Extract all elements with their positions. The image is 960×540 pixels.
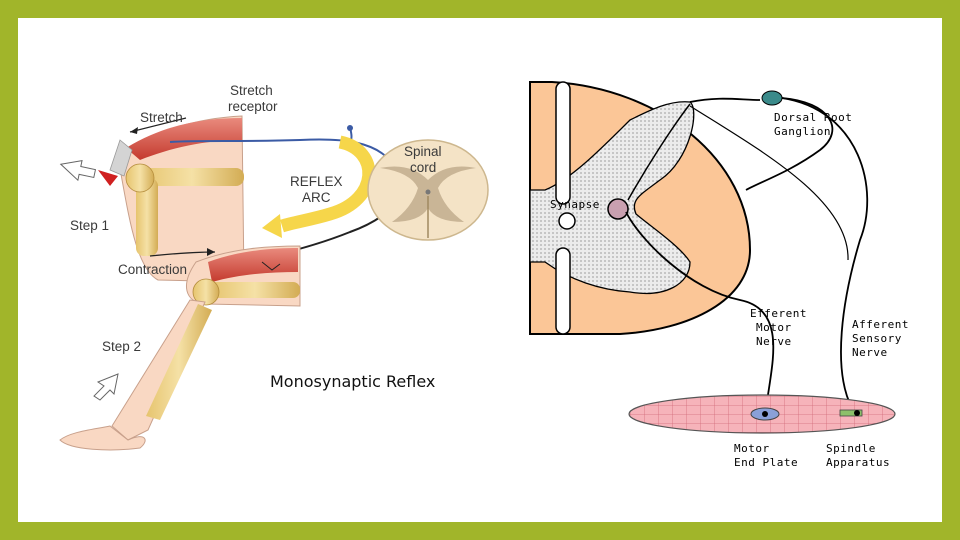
label-motor-end-line2: End Plate [734,456,798,469]
label-contraction: Contraction [118,262,187,277]
label-efferent-line2: Motor [756,321,792,334]
label-dorsal-root-line2: Ganglion [774,125,831,138]
label-spindle-line1: Spindle [826,442,876,455]
label-spinal-cord-line2: cord [410,160,436,175]
label-synapse: Synapse [550,198,600,211]
label-dorsal-root-line1: Dorsal Root [774,111,852,124]
label-reflex-arc-line1: REFLEX [290,174,343,189]
caption: Monosynaptic Reflex [270,372,436,391]
label-spindle-line2: Apparatus [826,456,890,469]
label-motor-end-line1: Motor [734,442,770,455]
label-afferent-line1: Afferent [852,318,909,331]
label-efferent-line1: Efferent [750,307,807,320]
label-efferent-line3: Nerve [756,335,792,348]
leg-step2 [59,245,301,451]
label-spinal-cord-line1: Spinal [404,144,442,159]
label-stretch-receptor-line2: receptor [228,99,278,114]
label-step1: Step 1 [70,218,109,233]
label-afferent-line3: Nerve [852,346,888,359]
label-stretch-receptor-line1: Stretch [230,83,273,98]
label-stretch: Stretch [140,110,183,125]
muscle-fiber [628,394,896,434]
label-reflex-arc-line2: ARC [302,190,331,205]
label-afferent-line2: Sensory [852,332,902,345]
label-step2: Step 2 [102,339,141,354]
spinal-cord-section [367,139,489,241]
cord-diagram [529,81,869,411]
